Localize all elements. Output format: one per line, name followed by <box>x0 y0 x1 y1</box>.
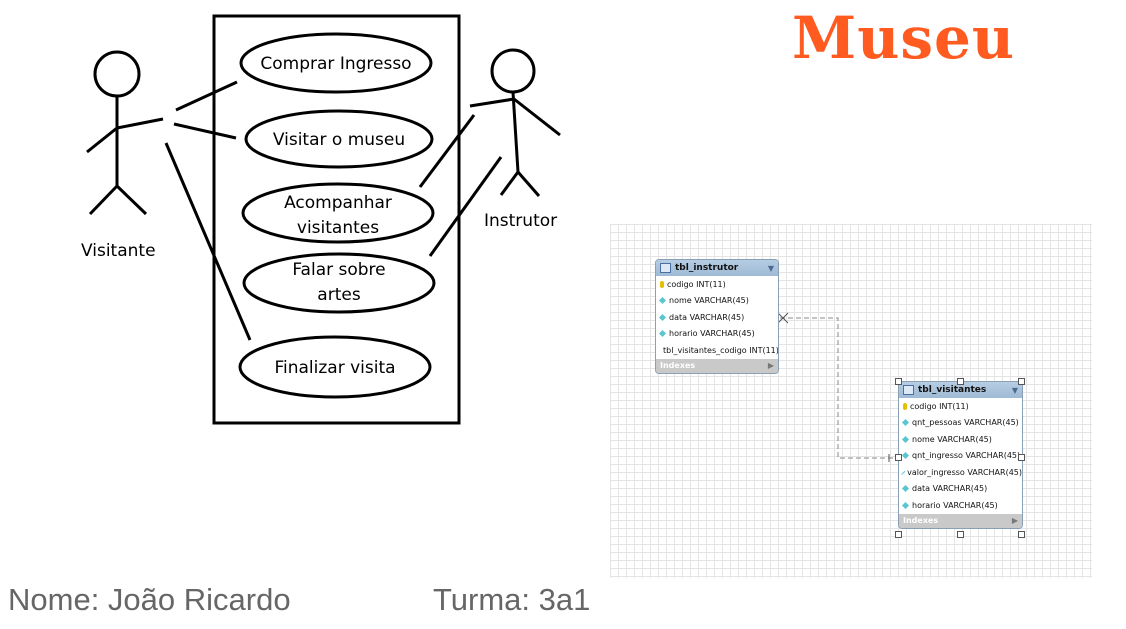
column-label: data VARCHAR(45) <box>669 312 745 322</box>
column-label: nome VARCHAR(45) <box>669 296 749 306</box>
table-column: nome VARCHAR(45) <box>899 431 1022 448</box>
use-case-falar-sobre-artes: Falar sobre artes <box>242 252 436 314</box>
column-icon <box>901 435 910 443</box>
footer-nome: Nome: João Ricardo <box>8 582 291 617</box>
table-name: tbl_instrutor <box>675 263 739 273</box>
table-column: horario VARCHAR(45) <box>899 497 1022 514</box>
column-label: tbl_visitantes_codigo INT(11) <box>663 345 779 355</box>
column-label: valor_ingresso VARCHAR(45) <box>907 467 1022 477</box>
use-case-diagram: Visitante Instrutor Comprar Ingresso Vis… <box>81 14 561 425</box>
system-boundary <box>212 14 461 425</box>
use-case-finalizar-visita: Finalizar visita <box>238 335 432 399</box>
use-case-label: Comprar Ingresso <box>260 54 411 74</box>
indexes-label: Indexes <box>903 516 939 525</box>
column-label: horario VARCHAR(45) <box>669 329 755 339</box>
table-tbl-instrutor[interactable]: tbl_instrutor ▼ codigo INT(11) nome VARC… <box>655 259 779 374</box>
selection-handle[interactable] <box>895 454 902 461</box>
indexes-section[interactable]: Indexes ▶ <box>899 513 1022 528</box>
selection-handle[interactable] <box>895 531 902 538</box>
column-icon <box>901 470 905 475</box>
use-case-label: Acompanhar <box>284 193 392 213</box>
table-column: tbl_visitantes_codigo INT(11) <box>656 342 778 359</box>
use-case-acompanhar-visitantes: Acompanhar visitantes <box>241 182 435 244</box>
primary-key-icon <box>660 280 664 288</box>
use-case-label: Visitar o museu <box>273 130 405 150</box>
actor-instrutor <box>469 48 561 197</box>
column-label: qnt_pessoas VARCHAR(45) <box>912 418 1019 428</box>
column-icon <box>658 297 667 305</box>
column-icon <box>658 330 667 338</box>
column-icon <box>901 419 910 427</box>
table-column: horario VARCHAR(45) <box>656 326 778 343</box>
table-column: qnt_pessoas VARCHAR(45) <box>899 415 1022 432</box>
table-column: codigo INT(11) <box>656 276 778 293</box>
table-name: tbl_visitantes <box>918 385 987 395</box>
indexes-label: Indexes <box>660 361 696 370</box>
use-case-label: visitantes <box>297 218 379 238</box>
table-column: codigo INT(11) <box>899 398 1022 415</box>
use-case-visitar-museu: Visitar o museu <box>244 109 434 169</box>
actor-label-visitante: Visitante <box>81 241 156 261</box>
table-column: valor_ingresso VARCHAR(45) <box>899 464 1022 481</box>
table-header: tbl_instrutor ▼ <box>656 260 778 276</box>
table-column: data VARCHAR(45) <box>899 481 1022 498</box>
table-column: qnt_ingresso VARCHAR(45) <box>899 448 1022 465</box>
use-case-label: Falar sobre <box>292 260 385 280</box>
column-icon <box>901 452 910 460</box>
column-label: codigo INT(11) <box>667 279 726 289</box>
primary-key-icon <box>903 402 907 410</box>
column-label: horario VARCHAR(45) <box>912 500 998 510</box>
selection-handle[interactable] <box>957 531 964 538</box>
table-column: data VARCHAR(45) <box>656 309 778 326</box>
actor-label-instrutor: Instrutor <box>484 211 557 231</box>
associations <box>164 80 503 341</box>
column-label: qnt_ingresso VARCHAR(45) <box>912 451 1021 461</box>
erd-canvas: tbl_instrutor ▼ codigo INT(11) nome VARC… <box>610 224 1092 578</box>
column-label: codigo INT(11) <box>910 401 969 411</box>
use-case-label: Finalizar visita <box>274 358 395 378</box>
selection-handle[interactable] <box>1018 454 1025 461</box>
table-icon <box>660 263 671 273</box>
selection-handle[interactable] <box>1018 531 1025 538</box>
collapse-arrow-icon[interactable]: ▼ <box>767 263 774 273</box>
selection-handle[interactable] <box>957 378 964 385</box>
column-label: data VARCHAR(45) <box>912 484 988 494</box>
selection-handle[interactable] <box>1018 378 1025 385</box>
selection-handle[interactable] <box>895 378 902 385</box>
expand-arrow-icon: ▶ <box>767 361 774 370</box>
relationship-line <box>777 312 895 462</box>
table-icon <box>903 385 914 395</box>
use-case-label: artes <box>317 285 361 305</box>
column-icon <box>901 501 910 509</box>
column-icon <box>658 313 667 321</box>
relationship-crow-foot <box>777 312 789 324</box>
collapse-arrow-icon[interactable]: ▼ <box>1011 385 1018 395</box>
table-tbl-visitantes[interactable]: tbl_visitantes ▼ codigo INT(11) qnt_pess… <box>898 381 1023 529</box>
actor-visitante <box>86 50 164 216</box>
column-icon <box>901 485 910 493</box>
table-column: nome VARCHAR(45) <box>656 293 778 310</box>
use-case-comprar-ingresso: Comprar Ingresso <box>239 32 433 94</box>
page-title: Museu <box>792 4 1016 72</box>
table-header: tbl_visitantes ▼ <box>899 382 1022 398</box>
column-label: nome VARCHAR(45) <box>912 434 992 444</box>
expand-arrow-icon: ▶ <box>1011 516 1018 525</box>
indexes-section[interactable]: Indexes ▶ <box>656 358 778 373</box>
footer-turma: Turma: 3a1 <box>433 582 591 617</box>
